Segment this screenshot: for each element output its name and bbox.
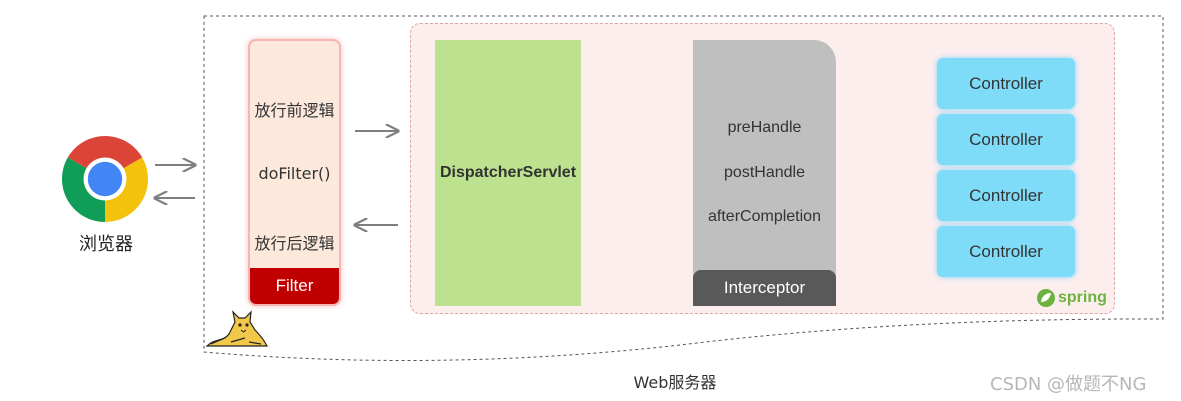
controller-box: Controller (937, 226, 1075, 277)
web-server-boundary (203, 15, 1164, 361)
controller-label: Controller (969, 241, 1043, 261)
controller-label: Controller (969, 185, 1043, 205)
controller-box: Controller (937, 58, 1075, 109)
interceptor-label: Interceptor (693, 270, 836, 306)
web-server-label: Web服务器 (633, 373, 717, 392)
interceptor-box: preHandle postHandle afterCompletion Int… (693, 40, 836, 306)
filter-dofilter: doFilter() (258, 164, 331, 183)
spring-logo: spring (1036, 288, 1107, 308)
filter-label: Filter (250, 268, 339, 304)
filter-pre-logic: 放行前逻辑 (254, 101, 335, 120)
tomcat-icon (205, 308, 269, 350)
filter-post-logic: 放行后逻辑 (254, 234, 335, 253)
dispatcher-servlet-label: DispatcherServlet (439, 164, 577, 181)
filter-box: 放行前逻辑 doFilter() 放行后逻辑 Filter (248, 39, 341, 306)
spring-logo-text: spring (1058, 289, 1107, 306)
controller-label: Controller (969, 73, 1043, 93)
interceptor-prehandle: preHandle (727, 119, 802, 136)
watermark: CSDN @做题不NG (990, 374, 1147, 395)
controller-box: Controller (937, 170, 1075, 221)
dispatcher-servlet: DispatcherServlet (435, 40, 581, 306)
controller-box: Controller (937, 114, 1075, 165)
spring-leaf-icon (1037, 289, 1055, 307)
chrome-icon (62, 136, 148, 222)
interceptor-aftercompletion: afterCompletion (708, 208, 821, 225)
interceptor-posthandle: postHandle (724, 164, 805, 181)
controller-label: Controller (969, 129, 1043, 149)
browser-label: 浏览器 (79, 234, 133, 255)
